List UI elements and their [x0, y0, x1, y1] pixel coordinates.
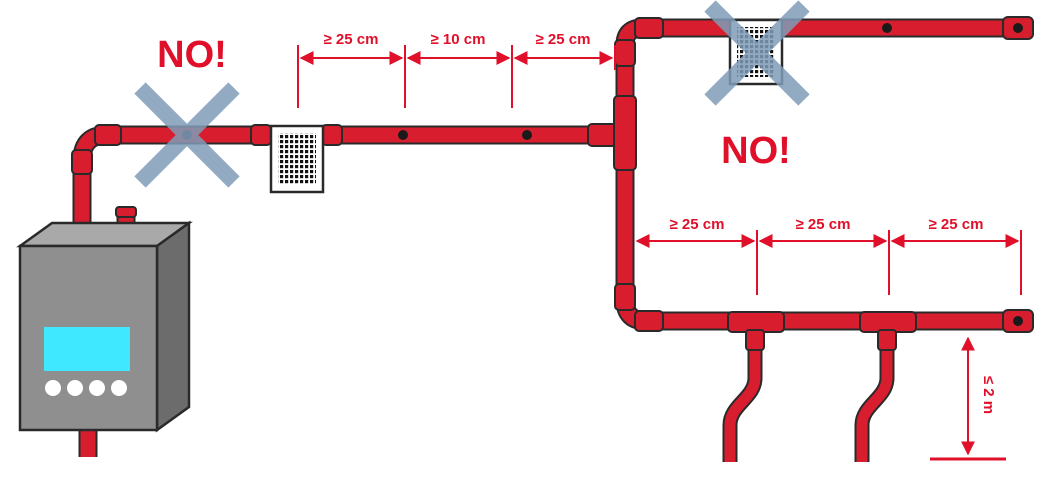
boiler-button — [45, 380, 61, 396]
pipe-clip-dot — [398, 130, 408, 140]
coupling — [634, 17, 664, 39]
pipe-clip-dot — [882, 23, 892, 33]
dimension-label: ≥ 25 cm — [929, 216, 984, 233]
no-label-right: NO! — [721, 130, 791, 172]
coupling — [94, 124, 122, 146]
coupling — [71, 149, 93, 175]
drop-pipes — [722, 338, 895, 462]
sensor-grille — [278, 133, 316, 185]
dimension-label: ≥ 10 cm — [431, 31, 486, 48]
tee-fitting — [613, 95, 637, 171]
boiler-button — [67, 380, 83, 396]
boiler-buttons — [45, 380, 127, 396]
forbidden-x-right — [704, 0, 810, 106]
pipe-couplings — [71, 16, 1034, 351]
pipe-clip-dot — [522, 130, 532, 140]
sensor-correct — [269, 124, 325, 194]
boiler-button — [111, 380, 127, 396]
dimension-label: ≥ 25 cm — [670, 216, 725, 233]
coupling — [115, 206, 137, 218]
pipe-clip-dot — [1013, 316, 1023, 326]
dimension-label: ≥ 25 cm — [536, 31, 591, 48]
coupling — [634, 310, 664, 332]
x-mark-icon — [134, 82, 240, 188]
dimension-label: ≥ 25 cm — [796, 216, 851, 233]
height-dimension-label: ≤ 2 m — [980, 376, 997, 414]
coupling — [614, 283, 636, 311]
forbidden-x-left — [134, 82, 240, 188]
boiler-unit — [16, 220, 193, 433]
coupling — [250, 124, 272, 146]
pipe-clip-dot — [1013, 23, 1023, 33]
coupling — [614, 39, 636, 67]
tee-fitting — [877, 329, 897, 351]
boiler-side — [155, 220, 191, 433]
coupling — [321, 124, 343, 146]
dimension-label: ≥ 25 cm — [324, 31, 379, 48]
boiler-display — [44, 327, 130, 371]
x-mark-icon — [704, 0, 810, 106]
tee-fitting — [745, 329, 765, 351]
no-label-left: NO! — [157, 34, 227, 76]
dimension-lines — [297, 45, 1022, 461]
boiler-button — [89, 380, 105, 396]
